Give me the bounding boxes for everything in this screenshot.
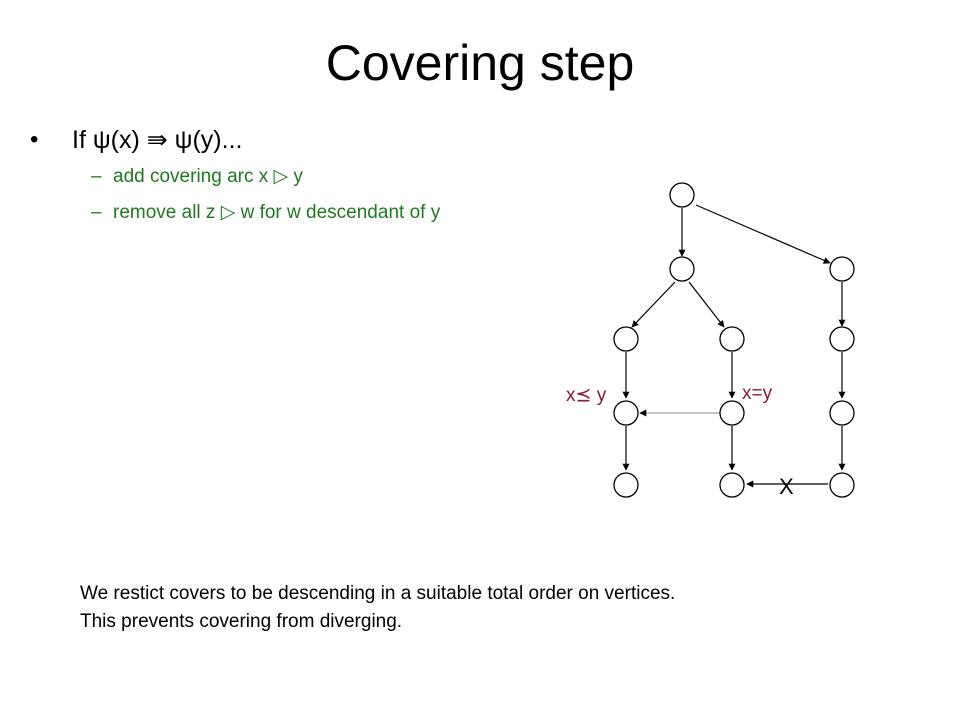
node-level3-left: [613, 326, 639, 352]
node-level5-middle: [719, 472, 745, 498]
node-level5-left: [613, 472, 639, 498]
sub-bullet-dash: –: [91, 166, 102, 187]
node-level3-right: [829, 326, 855, 352]
note-line-2: This prevents covering from diverging.: [80, 611, 403, 632]
node-root: [669, 182, 695, 208]
removed-arc-mark: X: [779, 474, 794, 499]
edge-mid-to-leftchild: [631, 281, 676, 328]
node-level4-right: [829, 400, 855, 426]
slide-title: Covering step: [325, 35, 635, 91]
sub-bullet-text: add covering arc x ▷ y: [113, 166, 303, 187]
node-level5-right: [829, 472, 855, 498]
edge-mid-to-rightchild: [688, 281, 725, 328]
node-y: [719, 400, 745, 426]
label-x-preceq-y: x⪯ y: [566, 385, 607, 406]
node-level3-middle: [719, 326, 745, 352]
node-x: [613, 400, 639, 426]
bullet-text: If ψ(x) ⇛ ψ(y)...: [72, 126, 243, 154]
bullet-marker: •: [30, 126, 39, 153]
note-text: We restict covers to be descending in a …: [80, 580, 675, 636]
node-level2-left: [669, 256, 695, 282]
edge-root-to-right: [695, 204, 831, 264]
sub-bullet-text: remove all z ▷ w for w descendant of y: [113, 202, 441, 223]
sub-bullet-dash: –: [91, 202, 102, 223]
label-x-equals-y: x=y: [742, 383, 773, 404]
note-line-1: We restict covers to be descending in a …: [80, 583, 676, 604]
node-level2-right: [829, 256, 855, 282]
